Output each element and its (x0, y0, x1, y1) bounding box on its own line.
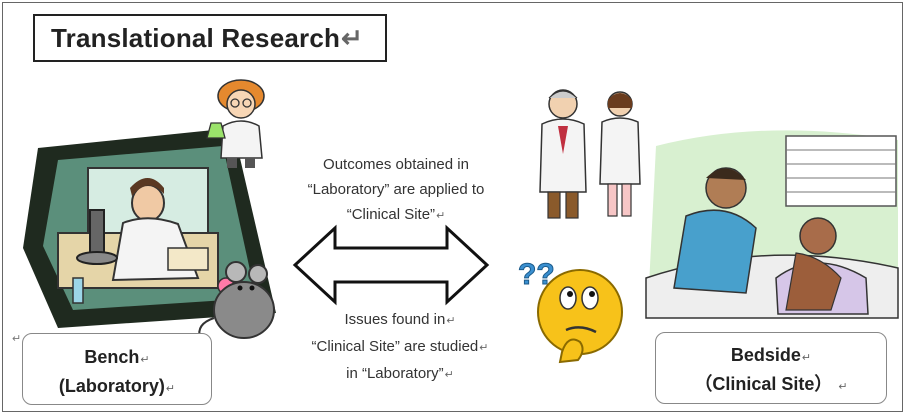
bedside-label-line-1: Bedside (730, 345, 801, 365)
return-mark: ↵ (801, 352, 812, 364)
bedside-label-box: Bedside↵ （Clinical Site） ↵ (655, 332, 887, 404)
caption-lab-to-clinic: Outcomes obtained in “Laboratory” are ap… (278, 152, 514, 229)
bench-label-box: Bench↵ (Laboratory)↵ (22, 333, 212, 405)
scientist-with-flask-illustration (206, 79, 265, 168)
thinking-face-illustration: ?? (518, 258, 623, 364)
return-mark: ↵ (341, 22, 364, 53)
caption-top-line-3: “Clinical Site” (346, 206, 436, 223)
return-mark: ↵ (12, 333, 22, 345)
doctors-illustration (539, 89, 641, 219)
return-mark: ↵ (444, 369, 454, 381)
caption-bottom-line-2: “Clinical Site” are studied (311, 338, 479, 355)
bedside-label-line-2: （Clinical Site） (694, 374, 833, 394)
return-mark: ↵ (165, 383, 176, 395)
title-box: Translational Research↵ (33, 14, 387, 62)
bench-label-line-1: Bench (84, 347, 140, 367)
bedside-scene-illustration (645, 130, 899, 319)
mouse-illustration (198, 261, 275, 339)
double-arrow (292, 224, 490, 306)
bench-label-line-2: (Laboratory) (58, 376, 165, 396)
caption-bottom-line-3: in “Laboratory” (346, 365, 444, 382)
lab-scientist-illustration (23, 128, 276, 328)
return-mark: ↵ (436, 210, 446, 222)
return-mark: ↵ (479, 342, 489, 354)
return-mark: ↵ (446, 315, 456, 327)
caption-bottom-line-1: Issues found in (344, 311, 446, 328)
caption-clinic-to-lab: Issues found in↵ “Clinical Site” are stu… (282, 307, 518, 388)
return-mark: ↵ (140, 354, 150, 366)
figure-frame (2, 2, 903, 412)
return-mark: ↵ (838, 381, 848, 393)
caption-top-line-2: “Laboratory” are applied to (307, 181, 485, 198)
title-text: Translational Research (51, 22, 341, 53)
caption-top-line-1: Outcomes obtained in (323, 156, 469, 173)
